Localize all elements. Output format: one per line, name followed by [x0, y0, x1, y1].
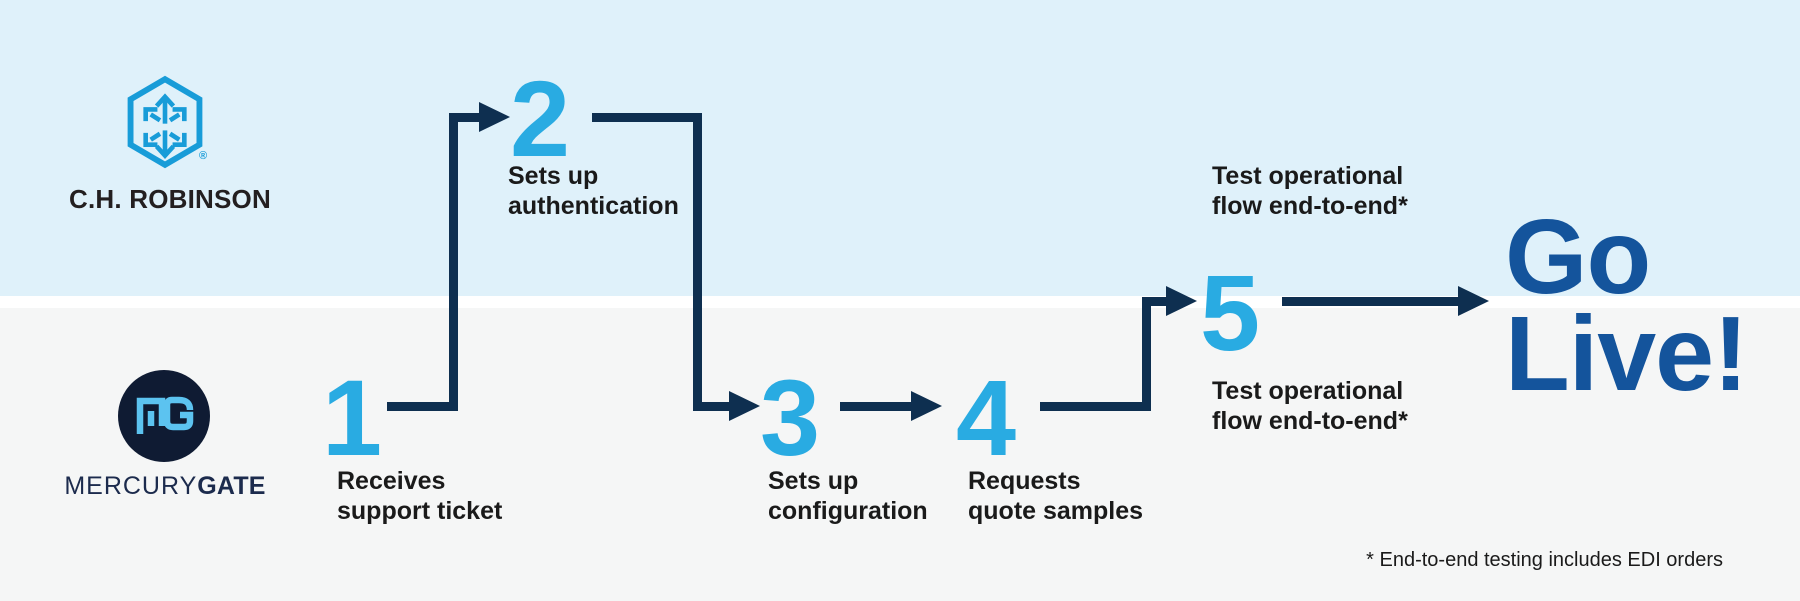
- step-5-label-bottom-line2: flow end-to-end*: [1212, 407, 1408, 435]
- mercurygate-logo-icon: [118, 370, 210, 462]
- arrowhead-into-step-3-icon: [729, 391, 760, 421]
- connector-2-to-3-vertical: [693, 113, 702, 411]
- step-4-label-line1: Requests: [968, 467, 1081, 495]
- connector-1-to-2-top: [449, 113, 480, 122]
- step-4-label-line2: quote samples: [968, 497, 1144, 525]
- step-5-number: 5: [1200, 252, 1261, 373]
- arrowhead-into-step-2-icon: [479, 102, 510, 132]
- step-3-label: Sets up configuration: [768, 466, 928, 526]
- connector-4-to-5-horizontal: [1040, 402, 1151, 411]
- step-5-label-top-line1: Test operational: [1212, 162, 1404, 190]
- connector-1-to-2-horizontal: [387, 402, 458, 411]
- mercurygate-wordmark-bold: GATE: [197, 472, 266, 500]
- step-3-label-line1: Sets up: [768, 467, 859, 495]
- arrowhead-into-golive-icon: [1458, 286, 1489, 316]
- step-4-number: 4: [956, 357, 1017, 478]
- step-5-label-top: Test operational flow end-to-end*: [1212, 161, 1408, 221]
- mercurygate-wordmark-thin: MERCURY: [64, 472, 198, 500]
- step-2-number: 2: [510, 58, 571, 179]
- step-5-label-top-line2: flow end-to-end*: [1212, 192, 1408, 220]
- step-1-number: 1: [322, 357, 383, 478]
- connector-2-to-3-bottom: [693, 402, 730, 411]
- mercurygate-wordmark: MERCURYGATE: [50, 472, 280, 501]
- connector-5-to-golive: [1282, 297, 1459, 306]
- arrowhead-into-step-4-icon: [911, 391, 942, 421]
- step-1-label: Receives support ticket: [337, 466, 502, 526]
- connector-4-to-5-top: [1142, 297, 1168, 306]
- step-1-label-line2: support ticket: [337, 497, 503, 525]
- step-2-label-line1: Sets up: [508, 162, 599, 190]
- registered-trademark: ®: [199, 150, 208, 162]
- step-3-label-line2: configuration: [768, 497, 928, 525]
- footnote: * End-to-end testing includes EDI orders: [1366, 549, 1723, 571]
- step-1-label-line1: Receives: [337, 467, 446, 495]
- go-live-line1: Go: [1505, 198, 1651, 316]
- lane-chrobinson: [0, 0, 1800, 296]
- go-live-text: Go Live!: [1505, 198, 1748, 413]
- step-3-number: 3: [760, 357, 821, 478]
- step-2-label-line2: authentication: [508, 192, 679, 220]
- chrobinson-wordmark: C.H. ROBINSON: [69, 184, 271, 214]
- chrobinson-logo-icon: [127, 75, 203, 169]
- lane-mercurygate: [0, 308, 1800, 601]
- step-5-label-bottom: Test operational flow end-to-end*: [1212, 376, 1408, 436]
- arrowhead-into-step-5-icon: [1166, 286, 1197, 316]
- connector-2-to-3-top: [592, 113, 702, 122]
- step-5-label-bottom-line1: Test operational: [1212, 377, 1404, 405]
- step-4-label: Requests quote samples: [968, 466, 1143, 526]
- connector-4-to-5-vertical: [1142, 297, 1151, 411]
- connector-3-to-4: [840, 402, 912, 411]
- step-2-label: Sets up authentication: [508, 161, 679, 221]
- go-live-line2: Live!: [1505, 295, 1748, 413]
- connector-1-to-2-vertical: [449, 113, 458, 411]
